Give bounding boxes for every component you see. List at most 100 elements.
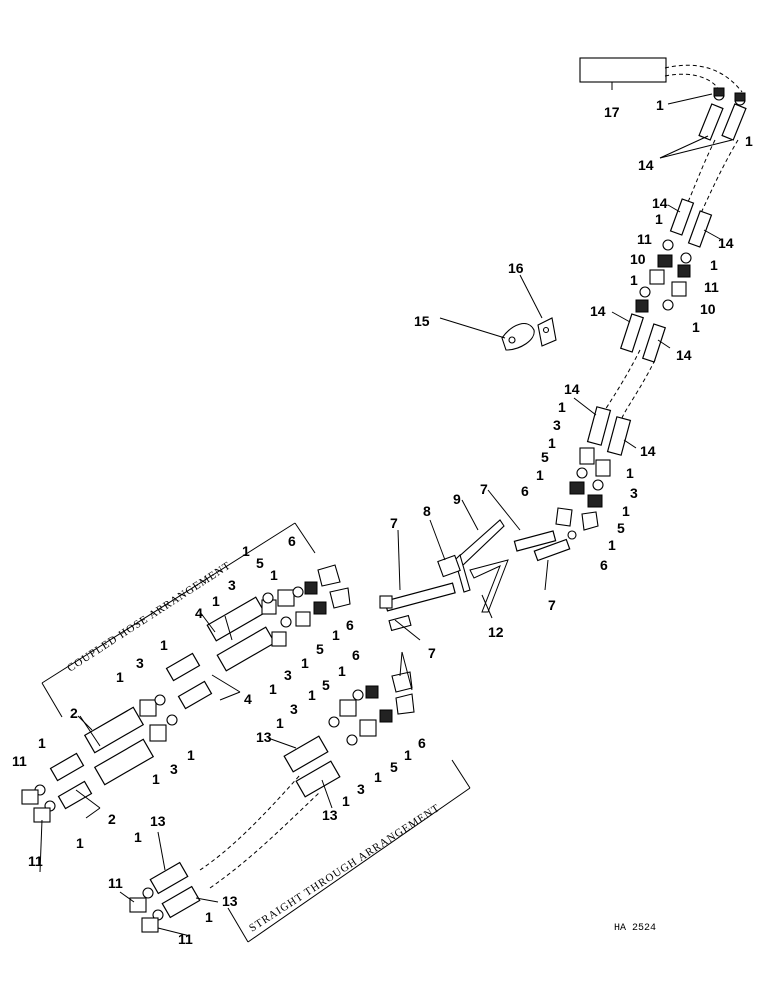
- callout-1: 1: [692, 319, 700, 335]
- tube-7-long: [379, 582, 456, 612]
- callout-14: 14: [676, 347, 692, 363]
- drawing-reference: HA 2524: [614, 923, 656, 934]
- straight-arrangement-frame: [227, 759, 471, 943]
- callout-1: 1: [332, 627, 340, 643]
- callout-6: 6: [418, 735, 426, 751]
- callout-16: 16: [508, 260, 524, 276]
- bracket-16: [537, 317, 557, 347]
- callout-8: 8: [423, 503, 431, 519]
- callout-1: 1: [160, 637, 168, 653]
- callout-1: 1: [342, 793, 350, 809]
- callout-11: 11: [178, 931, 193, 947]
- callout-1: 1: [38, 735, 46, 751]
- hose-end-pair-upper-middle: [619, 198, 713, 363]
- callout-3: 3: [284, 667, 292, 683]
- callout-7: 7: [480, 481, 488, 497]
- callout-14: 14: [718, 235, 734, 251]
- callout-6: 6: [352, 647, 360, 663]
- straight-hoses-13: [149, 735, 341, 919]
- callout-5: 5: [316, 641, 324, 657]
- callout-7: 7: [428, 645, 436, 661]
- callout-1: 1: [212, 593, 220, 609]
- callout-3: 3: [357, 781, 365, 797]
- hose-end-pair-lower-middle: [555, 406, 632, 540]
- hose-end-pair-top: [698, 87, 747, 141]
- coupled-arrangement-frame: [41, 522, 316, 718]
- callout-1: 1: [270, 567, 278, 583]
- callout-14: 14: [640, 443, 656, 459]
- callout-3: 3: [630, 485, 638, 501]
- callout-1: 1: [626, 465, 634, 481]
- callout-11: 11: [28, 853, 43, 869]
- component-17-block: [579, 57, 667, 83]
- callout-5: 5: [541, 449, 549, 465]
- callout-1: 1: [308, 687, 316, 703]
- callout-10: 10: [700, 301, 716, 317]
- callout-14: 14: [590, 303, 606, 319]
- clamp-8: [437, 554, 461, 578]
- callout-7: 7: [390, 515, 398, 531]
- caption-straight-through-arrangement: STRAIGHT THROUGH ARRANGEMENT: [247, 802, 442, 935]
- bracket-9: [454, 519, 505, 593]
- callout-1: 1: [548, 435, 556, 451]
- callout-6: 6: [600, 557, 608, 573]
- straight-hose-lines: [199, 774, 321, 889]
- callout-14: 14: [638, 157, 654, 173]
- callout-1: 1: [374, 769, 382, 785]
- coupled-hoses-2: [49, 694, 178, 810]
- callout-3: 3: [228, 577, 236, 593]
- callout-1: 1: [116, 669, 124, 685]
- callout-1: 1: [269, 681, 277, 697]
- callout-3: 3: [553, 417, 561, 433]
- callout-1: 1: [710, 257, 718, 273]
- callout-11: 11: [108, 875, 123, 891]
- callout-3: 3: [170, 761, 178, 777]
- callout-6: 6: [521, 483, 529, 499]
- callout-13: 13: [222, 893, 238, 909]
- callout-1: 1: [276, 715, 284, 731]
- callout-6: 6: [288, 533, 296, 549]
- callout-1: 1: [745, 133, 753, 149]
- callout-1: 1: [655, 211, 663, 227]
- callout-3: 3: [136, 655, 144, 671]
- callout-9: 9: [453, 491, 461, 507]
- callout-5: 5: [256, 555, 264, 571]
- callout-1: 1: [558, 399, 566, 415]
- callout-10: 10: [630, 251, 646, 267]
- callout-1: 1: [656, 97, 664, 113]
- callout-1: 1: [242, 543, 250, 559]
- coupled-fittings-right: [262, 564, 351, 628]
- callout-1: 1: [608, 537, 616, 553]
- callout-4: 4: [244, 691, 252, 707]
- tube-7-right: [513, 530, 571, 562]
- callout-1: 1: [536, 467, 544, 483]
- callout-5: 5: [322, 677, 330, 693]
- callout-13: 13: [322, 807, 338, 823]
- clip-15: [501, 323, 535, 351]
- callout-1: 1: [76, 835, 84, 851]
- callout-14: 14: [564, 381, 580, 397]
- straight-end-fittings-11: [129, 887, 164, 933]
- callout-13: 13: [256, 729, 272, 745]
- coupled-hoses-4: [165, 596, 287, 710]
- callout-1: 1: [338, 663, 346, 679]
- callout-13: 13: [150, 813, 166, 829]
- callout-1: 1: [630, 272, 638, 288]
- callout-14: 14: [652, 195, 668, 211]
- callout-15: 15: [414, 313, 430, 329]
- callout-11: 11: [637, 231, 652, 247]
- callout-6: 6: [346, 617, 354, 633]
- coupled-end-fittings-11: [21, 784, 56, 823]
- callout-1: 1: [152, 771, 160, 787]
- callout-17: 17: [604, 104, 620, 120]
- callout-1: 1: [187, 747, 195, 763]
- callout-1: 1: [205, 909, 213, 925]
- callout-12: 12: [488, 624, 504, 640]
- callout-5: 5: [617, 520, 625, 536]
- callout-3: 3: [290, 701, 298, 717]
- callout-7: 7: [548, 597, 556, 613]
- leader-lines: [39, 82, 733, 937]
- callout-11: 11: [704, 279, 719, 295]
- callout-2: 2: [108, 811, 116, 827]
- u-bolt-12: [469, 559, 509, 613]
